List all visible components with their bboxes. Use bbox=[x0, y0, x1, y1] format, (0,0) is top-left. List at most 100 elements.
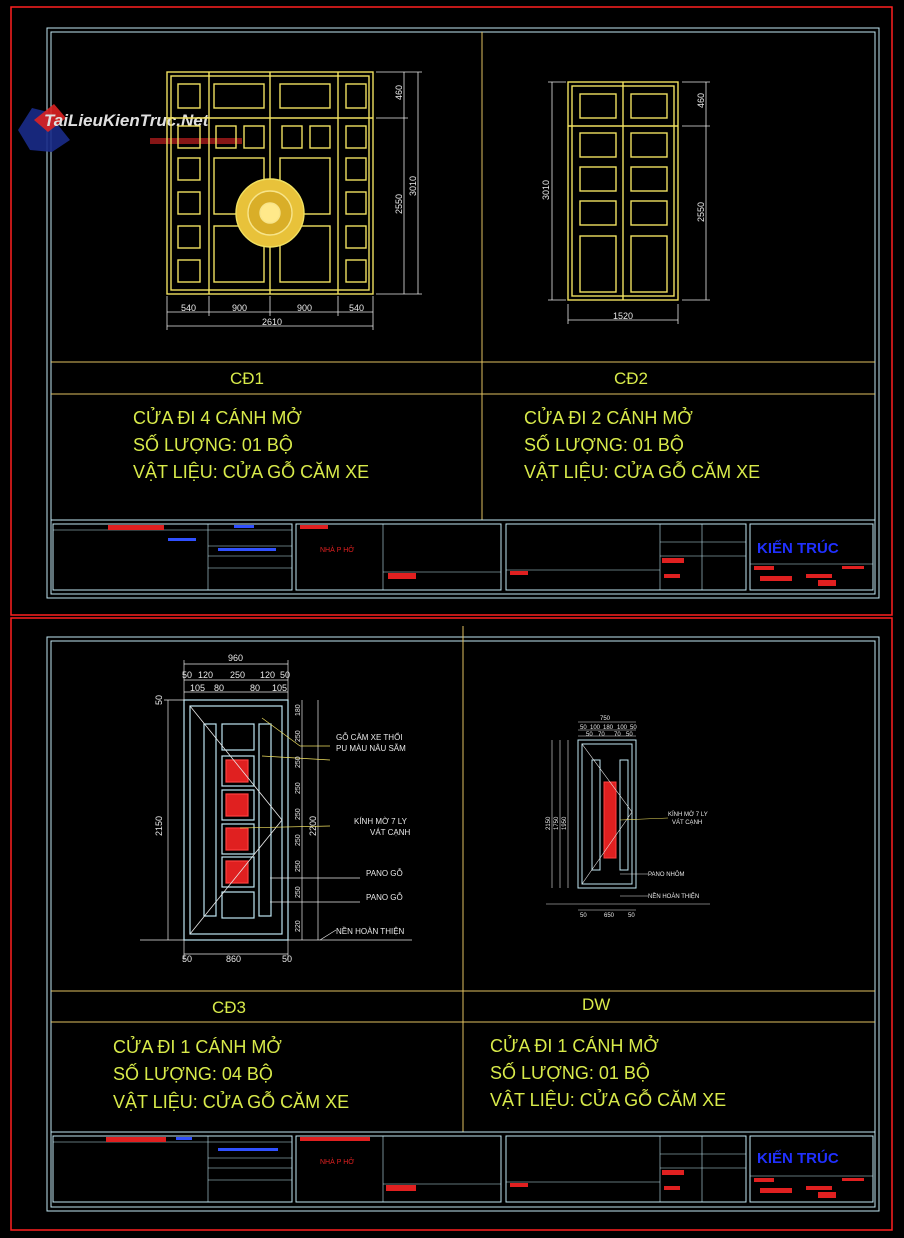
door-code-label: CĐ2 bbox=[614, 369, 648, 388]
dim-label: 460 bbox=[696, 93, 706, 108]
dim-label: 2610 bbox=[262, 317, 282, 327]
desc-line: CỬA ĐI 1 CÁNH MỞ bbox=[490, 1035, 659, 1056]
watermark-text: TaiLieuKienTruc.Net bbox=[44, 111, 210, 130]
note-label: PANO GỖ bbox=[366, 869, 403, 878]
dim-label: 180 bbox=[603, 725, 614, 731]
dim-label: 50 bbox=[280, 670, 290, 680]
dim-label: 250 bbox=[295, 834, 302, 846]
door-dw-elevation bbox=[577, 739, 637, 889]
desc-line: VẬT LIỆU: CỬA GỖ CĂM XE bbox=[524, 461, 760, 482]
title-block: NHÀ P HỞ KIẾN TRÚC bbox=[52, 1135, 874, 1203]
title-field: NHÀ P HỞ bbox=[320, 1157, 354, 1166]
note-label: VÁT CẠNH bbox=[672, 819, 702, 826]
dim-label: 2550 bbox=[394, 194, 404, 214]
dim-label: 50 bbox=[154, 695, 164, 705]
dim-label: 250 bbox=[295, 860, 302, 872]
dim-label: 2150 bbox=[546, 816, 552, 830]
dim-label: 250 bbox=[295, 730, 302, 742]
dim-label: 3010 bbox=[408, 176, 418, 196]
dim-label: 50 bbox=[586, 732, 593, 738]
dim-label: 50 bbox=[630, 725, 637, 731]
dim-label: 250 bbox=[295, 808, 302, 820]
door-cd3-elevation bbox=[183, 699, 289, 941]
dim-label: 70 bbox=[598, 732, 605, 738]
dim-label: 50 bbox=[626, 732, 633, 738]
dim-label: 120 bbox=[260, 670, 275, 680]
dim-label: 2200 bbox=[308, 816, 318, 836]
dim-label: 180 bbox=[295, 704, 302, 716]
dim-label: 50 bbox=[580, 913, 587, 919]
dim-label: 2150 bbox=[154, 816, 164, 836]
door-cd3-notes: GỖ CĂM XE THỔI PU MÀU NÂU SẪM KÍNH MỜ 7 … bbox=[336, 733, 411, 936]
dim-label: 650 bbox=[604, 913, 615, 919]
desc-line: CỬA ĐI 2 CÁNH MỞ bbox=[524, 407, 693, 428]
note-label: VÁT CẠNH bbox=[370, 828, 411, 837]
desc-line: SỐ LƯỢNG: 01 BỘ bbox=[133, 434, 293, 455]
note-label: NỀN HOÀN THIỆN bbox=[648, 892, 699, 900]
door-cd1-dim-labels: 540 900 900 540 2610 460 2550 3010 bbox=[181, 85, 418, 327]
dim-label: 120 bbox=[198, 670, 213, 680]
desc-line: VẬT LIỆU: CỬA GỖ CĂM XE bbox=[113, 1091, 349, 1112]
desc-line: VẬT LIỆU: CỬA GỖ CĂM XE bbox=[133, 461, 369, 482]
dim-label: 540 bbox=[181, 303, 196, 313]
dim-label: 3010 bbox=[541, 180, 551, 200]
dim-label: 2550 bbox=[696, 202, 706, 222]
door-cd2-description: CỬA ĐI 2 CÁNH MỞ SỐ LƯỢNG: 01 BỘ VẬT LIỆ… bbox=[524, 407, 760, 482]
door-code-label: CĐ3 bbox=[212, 998, 246, 1017]
door-cd2-dimensions bbox=[548, 81, 710, 324]
dim-label: 50 bbox=[628, 913, 635, 919]
dim-label: 1950 bbox=[562, 816, 568, 830]
dim-label: 80 bbox=[214, 683, 224, 693]
door-cd3-dim-labels: 960 50 120 250 120 50 105 80 80 105 50 2… bbox=[154, 653, 318, 964]
note-label: PANO NHÔM bbox=[648, 871, 685, 878]
note-label: KÍNH MỜ 7 LY bbox=[668, 811, 708, 818]
title-block-brand: KIẾN TRÚC bbox=[757, 539, 839, 557]
door-cd3-description: CỬA ĐI 1 CÁNH MỞ SỐ LƯỢNG: 04 BỘ VẬT LIỆ… bbox=[113, 1036, 349, 1112]
note-label: NỀN HOÀN THIỆN bbox=[336, 926, 405, 936]
desc-line: SỐ LƯỢNG: 04 BỘ bbox=[113, 1063, 273, 1084]
dim-label: 220 bbox=[295, 920, 302, 932]
title-block-brand: KIẾN TRÚC bbox=[757, 1149, 839, 1167]
dim-label: 100 bbox=[617, 725, 628, 731]
dim-label: 250 bbox=[295, 782, 302, 794]
desc-line: VẬT LIỆU: CỬA GỖ CĂM XE bbox=[490, 1089, 726, 1110]
watermark-logo: TaiLieuKienTruc.Net bbox=[18, 104, 242, 152]
sheet-2: 960 50 120 250 120 50 105 80 80 105 50 2… bbox=[10, 617, 893, 1231]
note-label: PANO GỖ bbox=[366, 893, 403, 902]
door-cd1-elevation bbox=[166, 71, 374, 295]
desc-line: CỬA ĐI 1 CÁNH MỞ bbox=[113, 1036, 282, 1057]
dim-label: 1750 bbox=[554, 816, 560, 830]
door-dw-description: CỬA ĐI 1 CÁNH MỞ SỐ LƯỢNG: 01 BỘ VẬT LIỆ… bbox=[490, 1035, 726, 1110]
desc-line: CỬA ĐI 4 CÁNH MỞ bbox=[133, 407, 302, 428]
dim-label: 100 bbox=[590, 725, 601, 731]
dim-label: 540 bbox=[349, 303, 364, 313]
door-cd1-dimensions bbox=[166, 71, 422, 330]
dim-label: 50 bbox=[282, 954, 292, 964]
door-cd2-dim-labels: 3010 460 2550 1520 bbox=[541, 93, 706, 321]
dim-label: 860 bbox=[226, 954, 241, 964]
dim-label: 250 bbox=[295, 886, 302, 898]
dim-label: 50 bbox=[182, 954, 192, 964]
door-dw-dim-labels: 750 50 100 180 100 50 50 70 70 50 2150 1… bbox=[546, 716, 708, 919]
dim-label: 900 bbox=[232, 303, 247, 313]
door-code-label: CĐ1 bbox=[230, 369, 264, 388]
dim-label: 50 bbox=[182, 670, 192, 680]
note-label: PU MÀU NÂU SẪM bbox=[336, 744, 406, 753]
dim-label: 460 bbox=[394, 85, 404, 100]
dim-label: 105 bbox=[190, 683, 205, 693]
desc-line: SỐ LƯỢNG: 01 BỘ bbox=[490, 1062, 650, 1083]
title-field: NHÀ P HỞ bbox=[320, 545, 354, 554]
dim-label: 105 bbox=[272, 683, 287, 693]
desc-line: SỐ LƯỢNG: 01 BỘ bbox=[524, 434, 684, 455]
title-block: NHÀ P HỞ KIẾN TRÚC bbox=[52, 523, 874, 591]
door-dw-dimensions bbox=[546, 721, 710, 911]
dim-label: 50 bbox=[580, 725, 587, 731]
dim-label: 1520 bbox=[613, 311, 633, 321]
dim-label: 80 bbox=[250, 683, 260, 693]
dim-label: 70 bbox=[614, 732, 621, 738]
door-cd3-dimensions bbox=[140, 660, 412, 960]
dim-label: 900 bbox=[297, 303, 312, 313]
dim-label: 960 bbox=[228, 653, 243, 663]
door-cd2-elevation bbox=[567, 81, 679, 301]
door-cd1-description: CỬA ĐI 4 CÁNH MỞ SỐ LƯỢNG: 01 BỘ VẬT LIỆ… bbox=[133, 407, 369, 482]
